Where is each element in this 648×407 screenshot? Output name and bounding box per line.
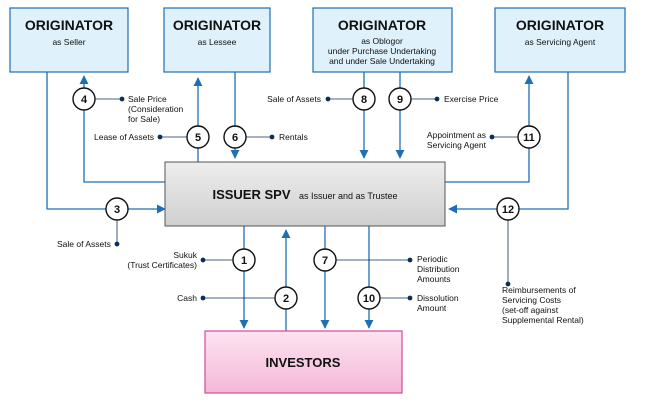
step-number: 1 bbox=[241, 255, 247, 267]
step-label: for Sale) bbox=[128, 114, 160, 124]
box-title: ORIGINATOR bbox=[173, 17, 261, 33]
step-number: 2 bbox=[283, 293, 289, 305]
issuer-spv-box: ISSUER SPV as Issuer and as Trustee bbox=[164, 161, 446, 227]
step-number: 12 bbox=[502, 204, 514, 216]
step-label: Cash bbox=[177, 293, 197, 303]
flow-4-sale-price bbox=[79, 75, 165, 183]
issuer-title: ISSUER SPV bbox=[212, 187, 290, 202]
step-label: Appointment as bbox=[427, 130, 486, 140]
flow-12-reimbursements bbox=[448, 72, 569, 214]
box-title: ORIGINATOR bbox=[25, 17, 113, 33]
step-10: 10 Dissolution Amount bbox=[357, 286, 459, 313]
box-title: ORIGINATOR bbox=[516, 17, 604, 33]
box-subtitle: as Lessee bbox=[198, 37, 237, 47]
step-label: Distribution bbox=[417, 264, 460, 274]
step-label: (set-off against bbox=[502, 305, 559, 315]
step-4: 4 Sale Price (Consideration for Sale) bbox=[72, 87, 184, 124]
step-number: 8 bbox=[361, 94, 367, 106]
step-label: Exercise Price bbox=[444, 94, 499, 104]
box-subtitle: as Oblogor bbox=[361, 36, 403, 46]
step-6: 6 Rentals bbox=[223, 125, 308, 149]
step-label: (Trust Certificates) bbox=[127, 260, 197, 270]
step-label: Amounts bbox=[417, 274, 451, 284]
originator-servicing-agent-box: ORIGINATOR as Servicing Agent bbox=[494, 7, 626, 73]
step-label: Periodic bbox=[417, 254, 448, 264]
step-label: Servicing Costs bbox=[502, 295, 561, 305]
box-subtitle: and under Sale Undertaking bbox=[329, 56, 435, 66]
step-label: Dissolution bbox=[417, 293, 459, 303]
step-label: Rentals bbox=[279, 132, 308, 142]
flow-11-appointment bbox=[445, 75, 534, 183]
step-1: 1 Sukuk (Trust Certificates) bbox=[127, 248, 256, 272]
step-number: 5 bbox=[195, 132, 201, 144]
investors-title: INVESTORS bbox=[266, 355, 341, 370]
step-label: Sale of Assets bbox=[267, 94, 321, 104]
step-number: 11 bbox=[523, 132, 535, 144]
box-title: ORIGINATOR bbox=[338, 17, 426, 33]
originator-lessee-box: ORIGINATOR as Lessee bbox=[163, 7, 271, 73]
svg-text:ISSUER SPV as Issuer and: ISSUER SPV as Issuer and as Trustee bbox=[212, 186, 397, 203]
step-2: 2 Cash bbox=[177, 286, 298, 310]
step-label: Amount bbox=[417, 303, 447, 313]
step-5: 5 Lease of Assets bbox=[94, 125, 210, 149]
step-label: Sale Price bbox=[128, 94, 167, 104]
step-label: Lease of Assets bbox=[94, 132, 154, 142]
step-number: 4 bbox=[81, 94, 88, 106]
step-number: 6 bbox=[232, 132, 238, 144]
box-subtitle: as Servicing Agent bbox=[525, 37, 596, 47]
step-number: 7 bbox=[322, 255, 328, 267]
step-number: 10 bbox=[363, 293, 375, 305]
investors-box: INVESTORS bbox=[204, 330, 403, 394]
issuer-subtitle: as Issuer and as Trustee bbox=[299, 191, 398, 201]
step-9: 9 Exercise Price bbox=[388, 87, 499, 111]
step-11: 11 Appointment as Servicing Agent bbox=[427, 125, 541, 150]
step-label: Reimbursements of bbox=[502, 285, 576, 295]
step-8: 8 Sale of Assets bbox=[267, 87, 376, 111]
step-label: Sukuk bbox=[173, 250, 197, 260]
step-label: (Consideration bbox=[128, 104, 184, 114]
step-number: 3 bbox=[114, 204, 120, 216]
box-subtitle: under Purchase Undertaking bbox=[328, 46, 436, 56]
step-number: 9 bbox=[397, 94, 403, 106]
originator-obligor-box: ORIGINATOR as Oblogor under Purchase Und… bbox=[312, 7, 453, 73]
step-label: Servicing Agent bbox=[427, 140, 487, 150]
box-subtitle: as Seller bbox=[52, 37, 85, 47]
originator-seller-box: ORIGINATOR as Seller bbox=[9, 7, 129, 73]
step-7: 7 Periodic Distribution Amounts bbox=[313, 248, 460, 284]
step-3: 3 Sale of Assets bbox=[57, 197, 129, 249]
step-12: 12 Reimbursements of Servicing Costs (se… bbox=[496, 197, 584, 325]
step-label: Sale of Assets bbox=[57, 239, 111, 249]
step-label: Supplemental Rental) bbox=[502, 315, 584, 325]
